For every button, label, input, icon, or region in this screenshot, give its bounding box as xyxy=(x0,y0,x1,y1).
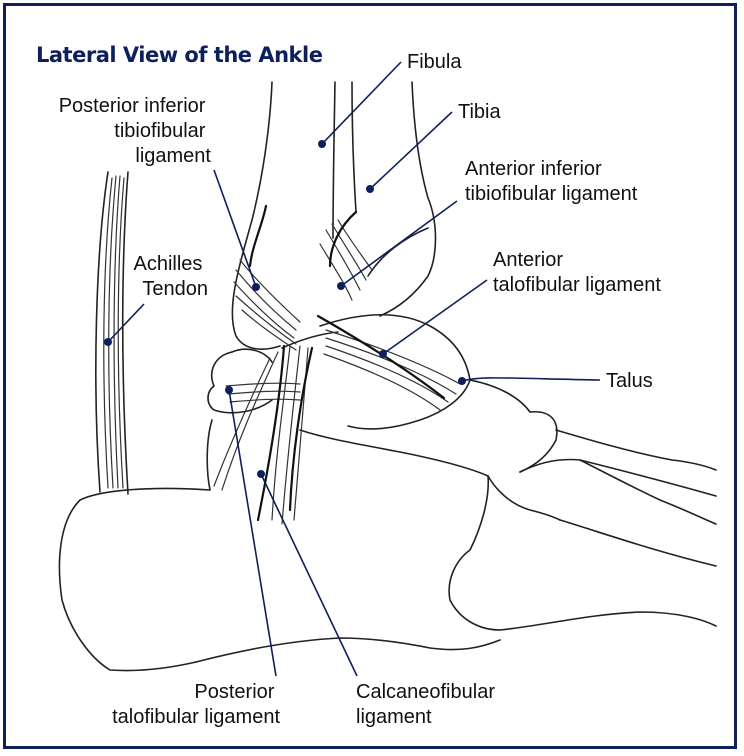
tibia-leader-line xyxy=(370,112,452,189)
calcaneo-dot xyxy=(257,470,265,478)
fibula-bone xyxy=(232,82,335,349)
tibia-dot xyxy=(366,185,374,193)
achilles-tendon-shape xyxy=(96,172,128,494)
posterior-process xyxy=(208,349,272,413)
label-fibula: Fibula xyxy=(407,51,462,73)
ant-inf-tib-leader-line xyxy=(341,201,457,286)
label-posterior-talofibular: Posterior talofibular ligament xyxy=(112,681,280,728)
label-tibia: Tibia xyxy=(458,101,501,123)
ant-inf-tib-dot xyxy=(337,282,345,290)
talus-leader-line xyxy=(462,378,600,381)
label-talus: Talus xyxy=(606,370,653,392)
achilles-dot xyxy=(104,338,112,346)
forefoot-bones xyxy=(430,412,716,650)
ant-talo-dot xyxy=(379,350,387,358)
fibula-dot xyxy=(318,140,326,148)
post-talo-leader-line xyxy=(229,390,276,676)
label-posterior-inferior-tibiofibular: Posterior inferior tibiofibular ligament xyxy=(59,95,212,167)
label-calcaneofibular: Calcaneofibular ligament xyxy=(356,681,501,728)
talus-dot xyxy=(458,377,466,385)
post-talo-dot xyxy=(225,386,233,394)
label-anterior-inferior-tibiofibular: Anterior inferior tibiofibular ligament xyxy=(465,158,638,205)
tibia-bone xyxy=(330,82,436,316)
calcaneus-bone xyxy=(59,420,488,671)
ant-talo-leader-line xyxy=(383,280,487,354)
label-achilles-tendon: Achilles Tendon xyxy=(134,253,208,300)
label-anterior-talofibular: Anterior talofibular ligament xyxy=(493,249,661,296)
diagram-title: Lateral View of the Ankle xyxy=(36,43,323,67)
post-inf-tib-dot xyxy=(252,283,260,291)
